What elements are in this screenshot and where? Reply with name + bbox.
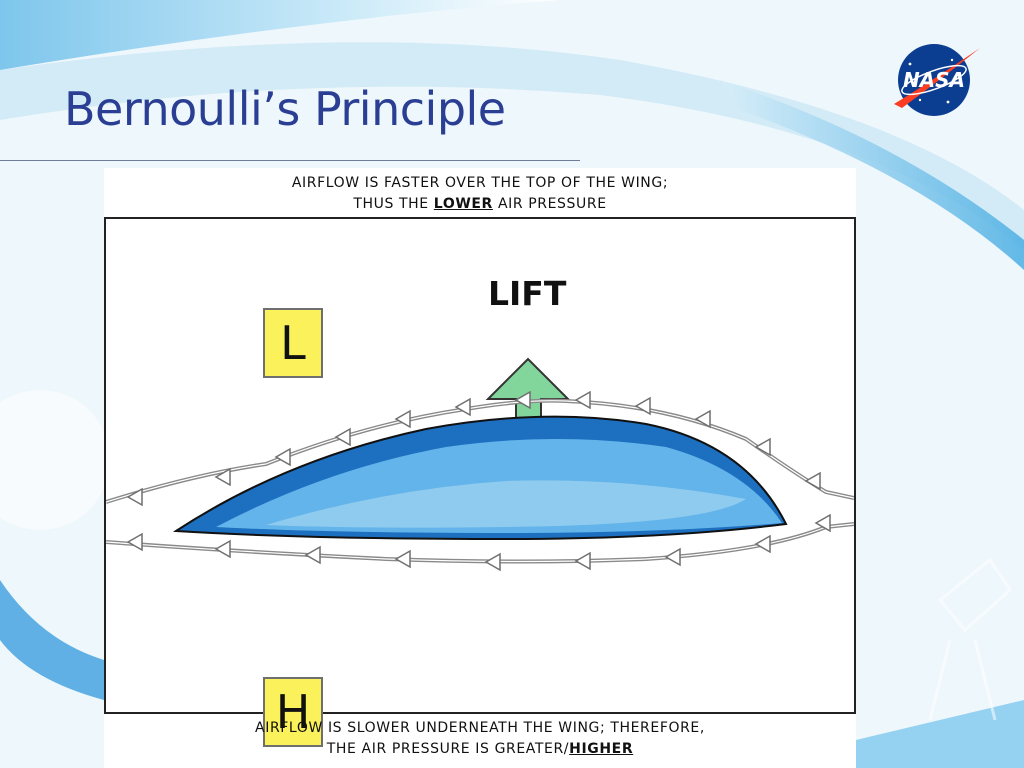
caption-top: AIRFLOW IS FASTER OVER THE TOP OF THE WI… <box>104 173 856 215</box>
wing-highlight <box>266 480 746 528</box>
caption-bottom: AIRFLOW IS SLOWER UNDERNEATH THE WING; T… <box>104 718 856 760</box>
lift-label: LIFT <box>488 274 567 313</box>
airfoil-figure: AIRFLOW IS FASTER OVER THE TOP OF THE WI… <box>104 168 856 768</box>
title-divider <box>0 160 580 161</box>
lower-flow-arrowheads <box>126 513 831 572</box>
nasa-logo: NASA <box>894 44 980 116</box>
caption-bottom-line1: AIRFLOW IS SLOWER UNDERNEATH THE WING; T… <box>255 720 705 736</box>
caption-top-line2-prefix: THUS THE <box>353 196 434 212</box>
slide-title: Bernoulli’s Principle <box>64 82 506 136</box>
caption-top-emphasis: LOWER <box>433 196 493 212</box>
caption-top-line2-suffix: AIR PRESSURE <box>492 196 607 212</box>
high-pressure-box: H <box>263 677 323 747</box>
nasa-logo-text: NASA <box>903 68 965 92</box>
caption-bottom-line2-prefix: THE AIR PRESSURE IS GREATER/ <box>326 741 570 757</box>
diagram-frame: LIFT L H <box>104 217 856 747</box>
caption-bottom-emphasis: HIGHER <box>569 741 634 757</box>
low-pressure-box: L <box>263 308 323 378</box>
upper-flow-arrowheads <box>126 390 821 507</box>
airflow-diagram <box>106 357 854 572</box>
caption-top-line1: AIRFLOW IS FASTER OVER THE TOP OF THE WI… <box>291 175 669 191</box>
